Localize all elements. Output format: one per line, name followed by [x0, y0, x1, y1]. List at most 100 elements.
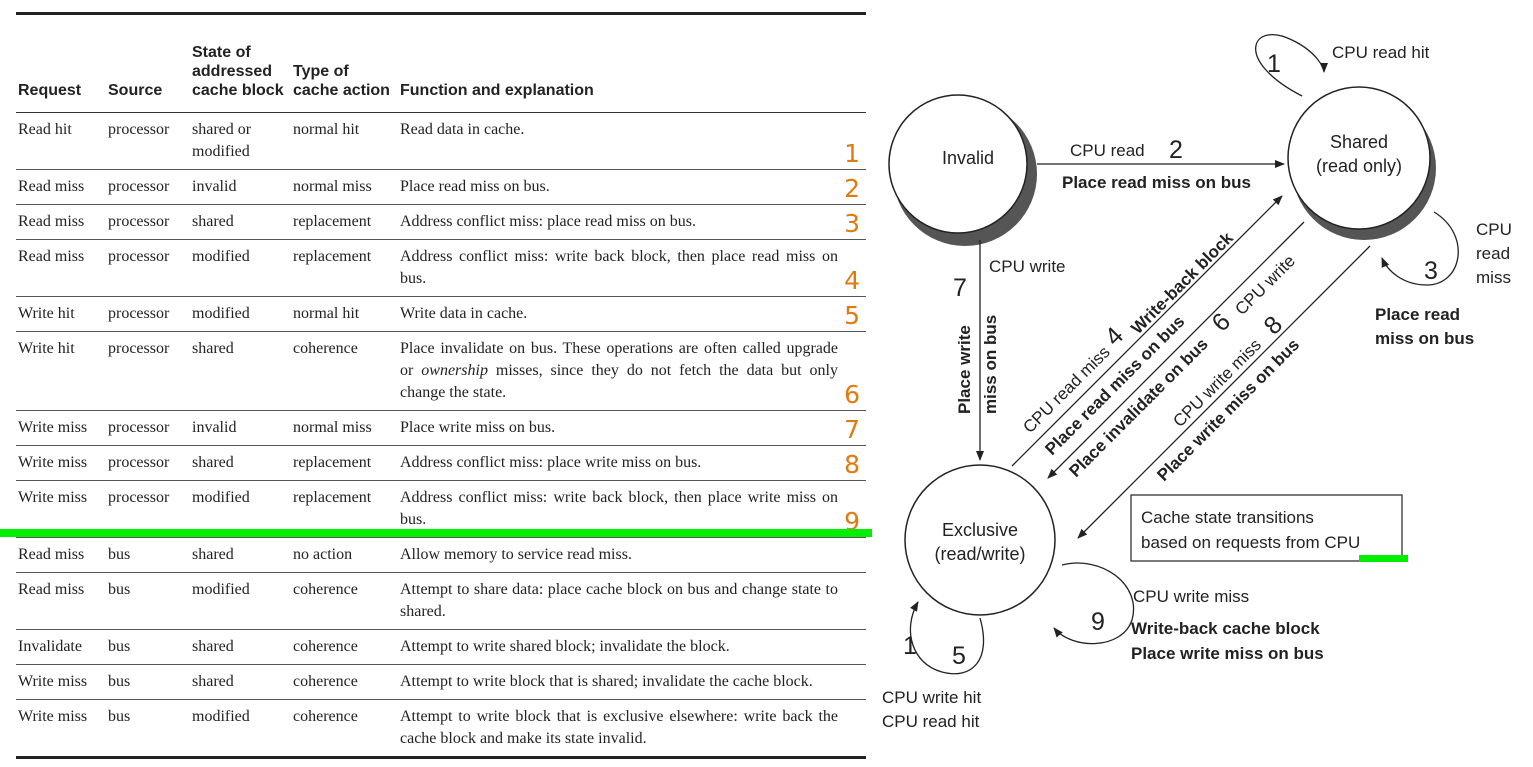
cell-type: coherence — [293, 581, 358, 598]
cell-source: processor — [108, 454, 170, 471]
table-row: Write miss bus modified coherence Attemp… — [16, 700, 866, 758]
number-excl-miss-loop: 9 — [1091, 608, 1105, 636]
cell-state: shared — [192, 454, 234, 471]
cell-request: Read miss — [18, 213, 85, 230]
cell-source: processor — [108, 213, 170, 230]
cell-state: shared — [192, 340, 234, 357]
label-miss: miss — [1476, 268, 1511, 287]
table-row: Write hit processor shared coherence Pla… — [16, 332, 866, 411]
state-transition-diagram: Invalid Shared (read only) Exclusive (re… — [882, 34, 1512, 731]
cell-source: processor — [108, 489, 170, 506]
cell-state: shared — [192, 638, 234, 655]
row-number-annotation: 5 — [844, 301, 860, 330]
cell-state: shared — [192, 546, 234, 563]
cell-type: replacement — [293, 489, 372, 506]
label-cpu-read: CPU read — [1070, 141, 1145, 160]
table-row: Write miss processor shared replacement … — [16, 446, 866, 481]
cell-explanation: Place read miss on bus.2 — [400, 174, 860, 203]
cell-request: Read miss — [18, 248, 85, 265]
label-write-miss-on-bus: miss on bus — [981, 315, 1000, 414]
table-row: Write miss bus shared coherence Attempt … — [16, 665, 866, 700]
cell-explanation: Address conflict miss: write back block,… — [400, 248, 860, 295]
cell-explanation: Attempt to write block that is exclusive… — [400, 708, 838, 747]
state-exclusive: Exclusive (read/write) — [904, 464, 1056, 616]
cell-state: shared — [192, 213, 234, 230]
cell-type: coherence — [293, 638, 358, 655]
cell-explanation: Place invalidate on bus. These operation… — [400, 340, 860, 409]
cell-type: normal hit — [293, 121, 360, 138]
cell-source: processor — [108, 305, 170, 322]
cell-type: replacement — [293, 248, 372, 265]
row-number-annotation: 1 — [844, 139, 860, 168]
number-invalidate: 6 — [1206, 308, 1236, 338]
cell-state: modified — [192, 305, 250, 322]
label-place-read-miss: Place read miss on bus — [1062, 173, 1251, 192]
label-cpu: CPU — [1476, 220, 1512, 239]
state-shared-sublabel: (read only) — [1316, 156, 1402, 176]
cell-state: invalid — [192, 178, 237, 195]
table-row: Write miss processor modified replacemen… — [16, 481, 866, 538]
state-shared-circle — [1287, 86, 1431, 230]
cell-source: bus — [108, 546, 131, 563]
state-shared: Shared (read only) — [1287, 86, 1436, 240]
green-highlight-line — [0, 529, 872, 537]
table-row: Read miss bus modified coherence Attempt… — [16, 573, 866, 630]
state-invalid-label: Invalid — [942, 148, 994, 168]
cell-state: invalid — [192, 419, 237, 436]
shared-to-exclusive-write-miss-arrow — [1077, 245, 1371, 539]
cell-type: normal hit — [293, 305, 360, 322]
label-cpu-write: CPU write — [989, 257, 1066, 276]
label-miss-on-bus: miss on bus — [1375, 329, 1474, 348]
cell-request: Read miss — [18, 581, 85, 598]
cell-explanation: Address conflict miss: place read miss o… — [400, 209, 860, 238]
row-number-annotation: 9 — [844, 507, 860, 536]
state-exclusive-label: Exclusive — [942, 520, 1018, 540]
cell-explanation: Address conflict miss: place write miss … — [400, 450, 860, 479]
cell-explanation: Address conflict miss: write back block,… — [400, 489, 860, 536]
cell-request: Read miss — [18, 546, 85, 563]
state-invalid: Invalid — [888, 94, 1037, 246]
header-request: Request — [18, 82, 82, 99]
label-place-write-miss: Place write miss on bus — [1131, 644, 1324, 663]
cell-type: coherence — [293, 340, 358, 357]
cell-source: processor — [108, 248, 170, 265]
cell-type: coherence — [293, 708, 358, 725]
header-function: Function and explanation — [400, 82, 594, 99]
state-exclusive-sublabel: (read/write) — [934, 544, 1025, 564]
table-row: Read miss processor modified replacement… — [16, 240, 866, 297]
cell-state: shared — [192, 673, 234, 690]
label-cpu-write-miss: CPU write miss — [1133, 587, 1249, 606]
cell-state: modified — [192, 248, 250, 265]
row-number-annotation: 2 — [844, 174, 860, 203]
number-cpu-read: 2 — [1169, 136, 1183, 164]
note-box-border — [1130, 494, 1403, 562]
number-cpu-write: 7 — [953, 274, 967, 302]
number-excl-hit-1: 1 — [903, 632, 917, 660]
cell-request: Write hit — [18, 305, 75, 322]
label-read: read — [1476, 244, 1510, 263]
label-cpu-read-hit: CPU read hit — [1332, 43, 1430, 62]
cell-source: bus — [108, 708, 131, 725]
cell-explanation: Attempt to write block that is shared; i… — [400, 673, 813, 690]
cell-explanation: Place write miss on bus.7 — [400, 415, 860, 444]
cell-state: modified — [192, 581, 250, 598]
cell-explanation: Attempt to write shared block; invalidat… — [400, 638, 730, 655]
cell-request: Write miss — [18, 419, 88, 436]
cell-state: modified — [192, 489, 250, 506]
cell-source: bus — [108, 673, 131, 690]
cell-request: Write miss — [18, 673, 88, 690]
row-number-annotation: 4 — [844, 266, 860, 295]
exclusive-hit-loop — [909, 601, 985, 675]
table-row: Read miss processor shared replacement A… — [16, 205, 866, 240]
table-row: Write miss processor invalid normal miss… — [16, 411, 866, 446]
exclusive-write-miss-loop — [1053, 562, 1135, 645]
cell-request: Write miss — [18, 708, 88, 725]
exclusive-to-shared-arrow — [1011, 195, 1283, 467]
note-line-2: based on requests from CPU — [1141, 533, 1360, 552]
cell-request: Write miss — [18, 489, 88, 506]
shared-to-exclusive-invalidate-arrow — [1047, 221, 1305, 479]
cell-request: Invalidate — [18, 638, 82, 655]
